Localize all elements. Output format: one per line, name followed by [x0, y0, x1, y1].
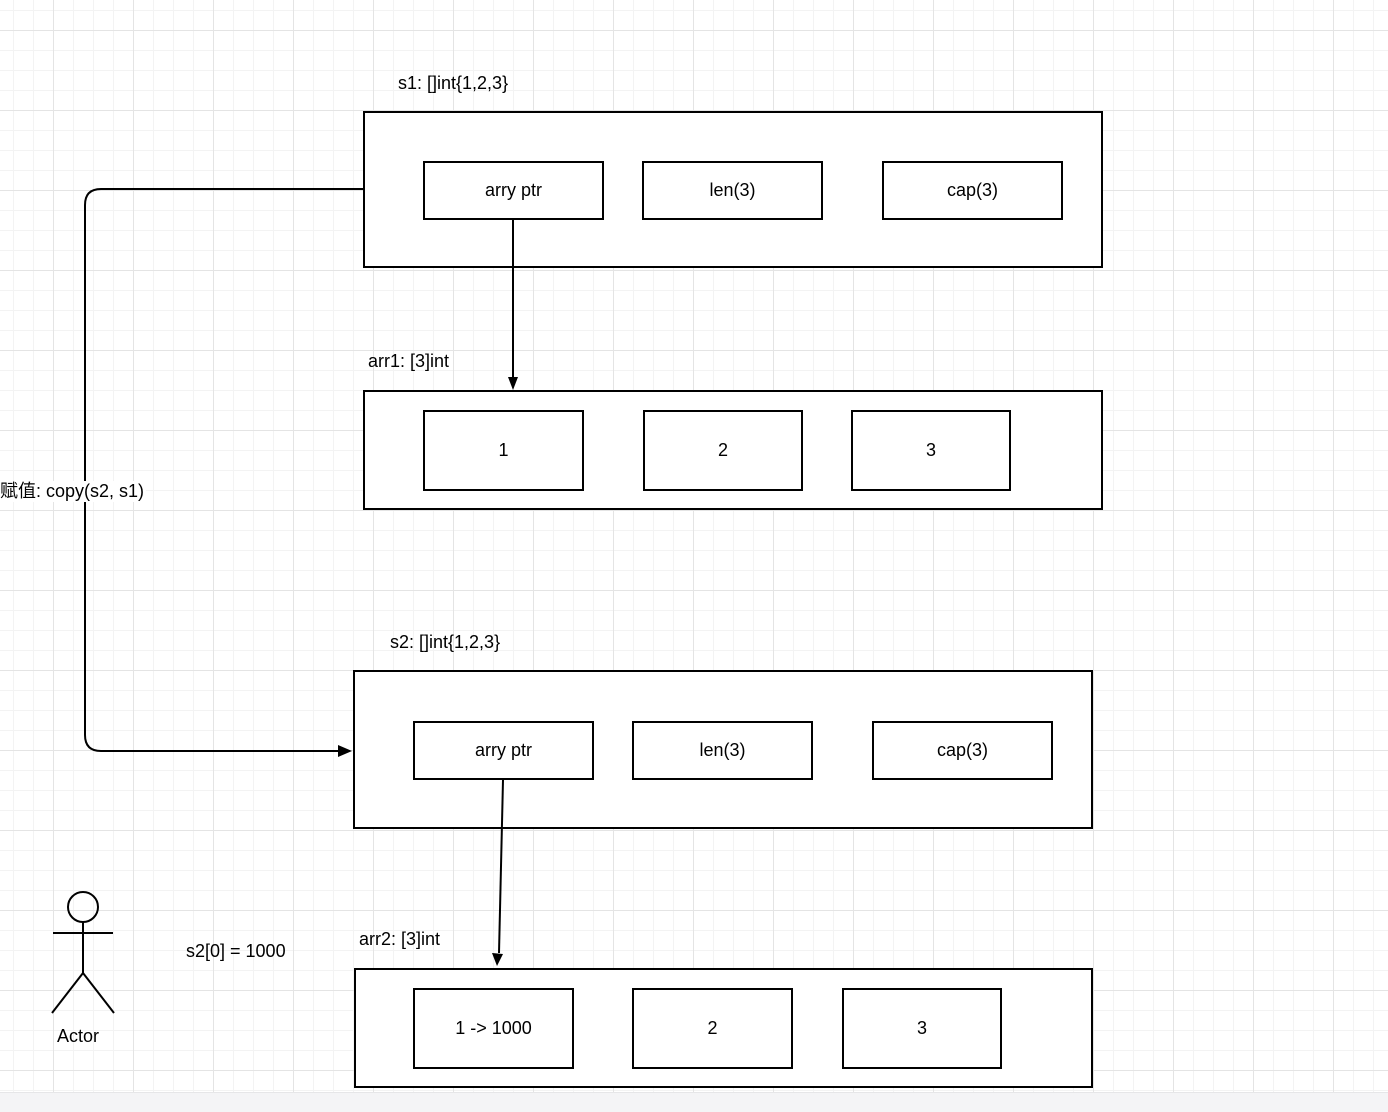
assignment-annotation: s2[0] = 1000 [186, 941, 286, 961]
s2-field-arry-ptr: arry ptr [413, 721, 594, 780]
s1-title: s1: []int{1,2,3} [398, 73, 509, 93]
copy-annotation: 赋值: copy(s2, s1) [0, 481, 147, 502]
arr2-cell-1: 2 [632, 988, 793, 1069]
arr1-cell-0: 1 [423, 410, 584, 491]
s2-field-cap: cap(3) [872, 721, 1053, 780]
s1-field-arry-ptr: arry ptr [423, 161, 604, 220]
actor-label: Actor [57, 1026, 100, 1046]
actor-leg-right [82, 972, 115, 1014]
s2-title: s2: []int{1,2,3} [390, 632, 501, 652]
bottom-page-strip [0, 1092, 1388, 1112]
s1-field-len: len(3) [642, 161, 823, 220]
actor-figure [51, 891, 115, 1014]
actor-head [67, 891, 99, 923]
actor-leg-left [51, 972, 84, 1014]
arr1-cell-1: 2 [643, 410, 803, 491]
arrow-s1-to-s2-copy [84, 188, 363, 757]
arr2-title: arr2: [3]int [359, 929, 441, 949]
s1-field-cap: cap(3) [882, 161, 1063, 220]
arr2-cell-0: 1 -> 1000 [413, 988, 574, 1069]
s2-field-len: len(3) [632, 721, 813, 780]
arr1-cell-2: 3 [851, 410, 1011, 491]
arr2-cell-2: 3 [842, 988, 1002, 1069]
arr1-title: arr1: [3]int [368, 351, 450, 371]
